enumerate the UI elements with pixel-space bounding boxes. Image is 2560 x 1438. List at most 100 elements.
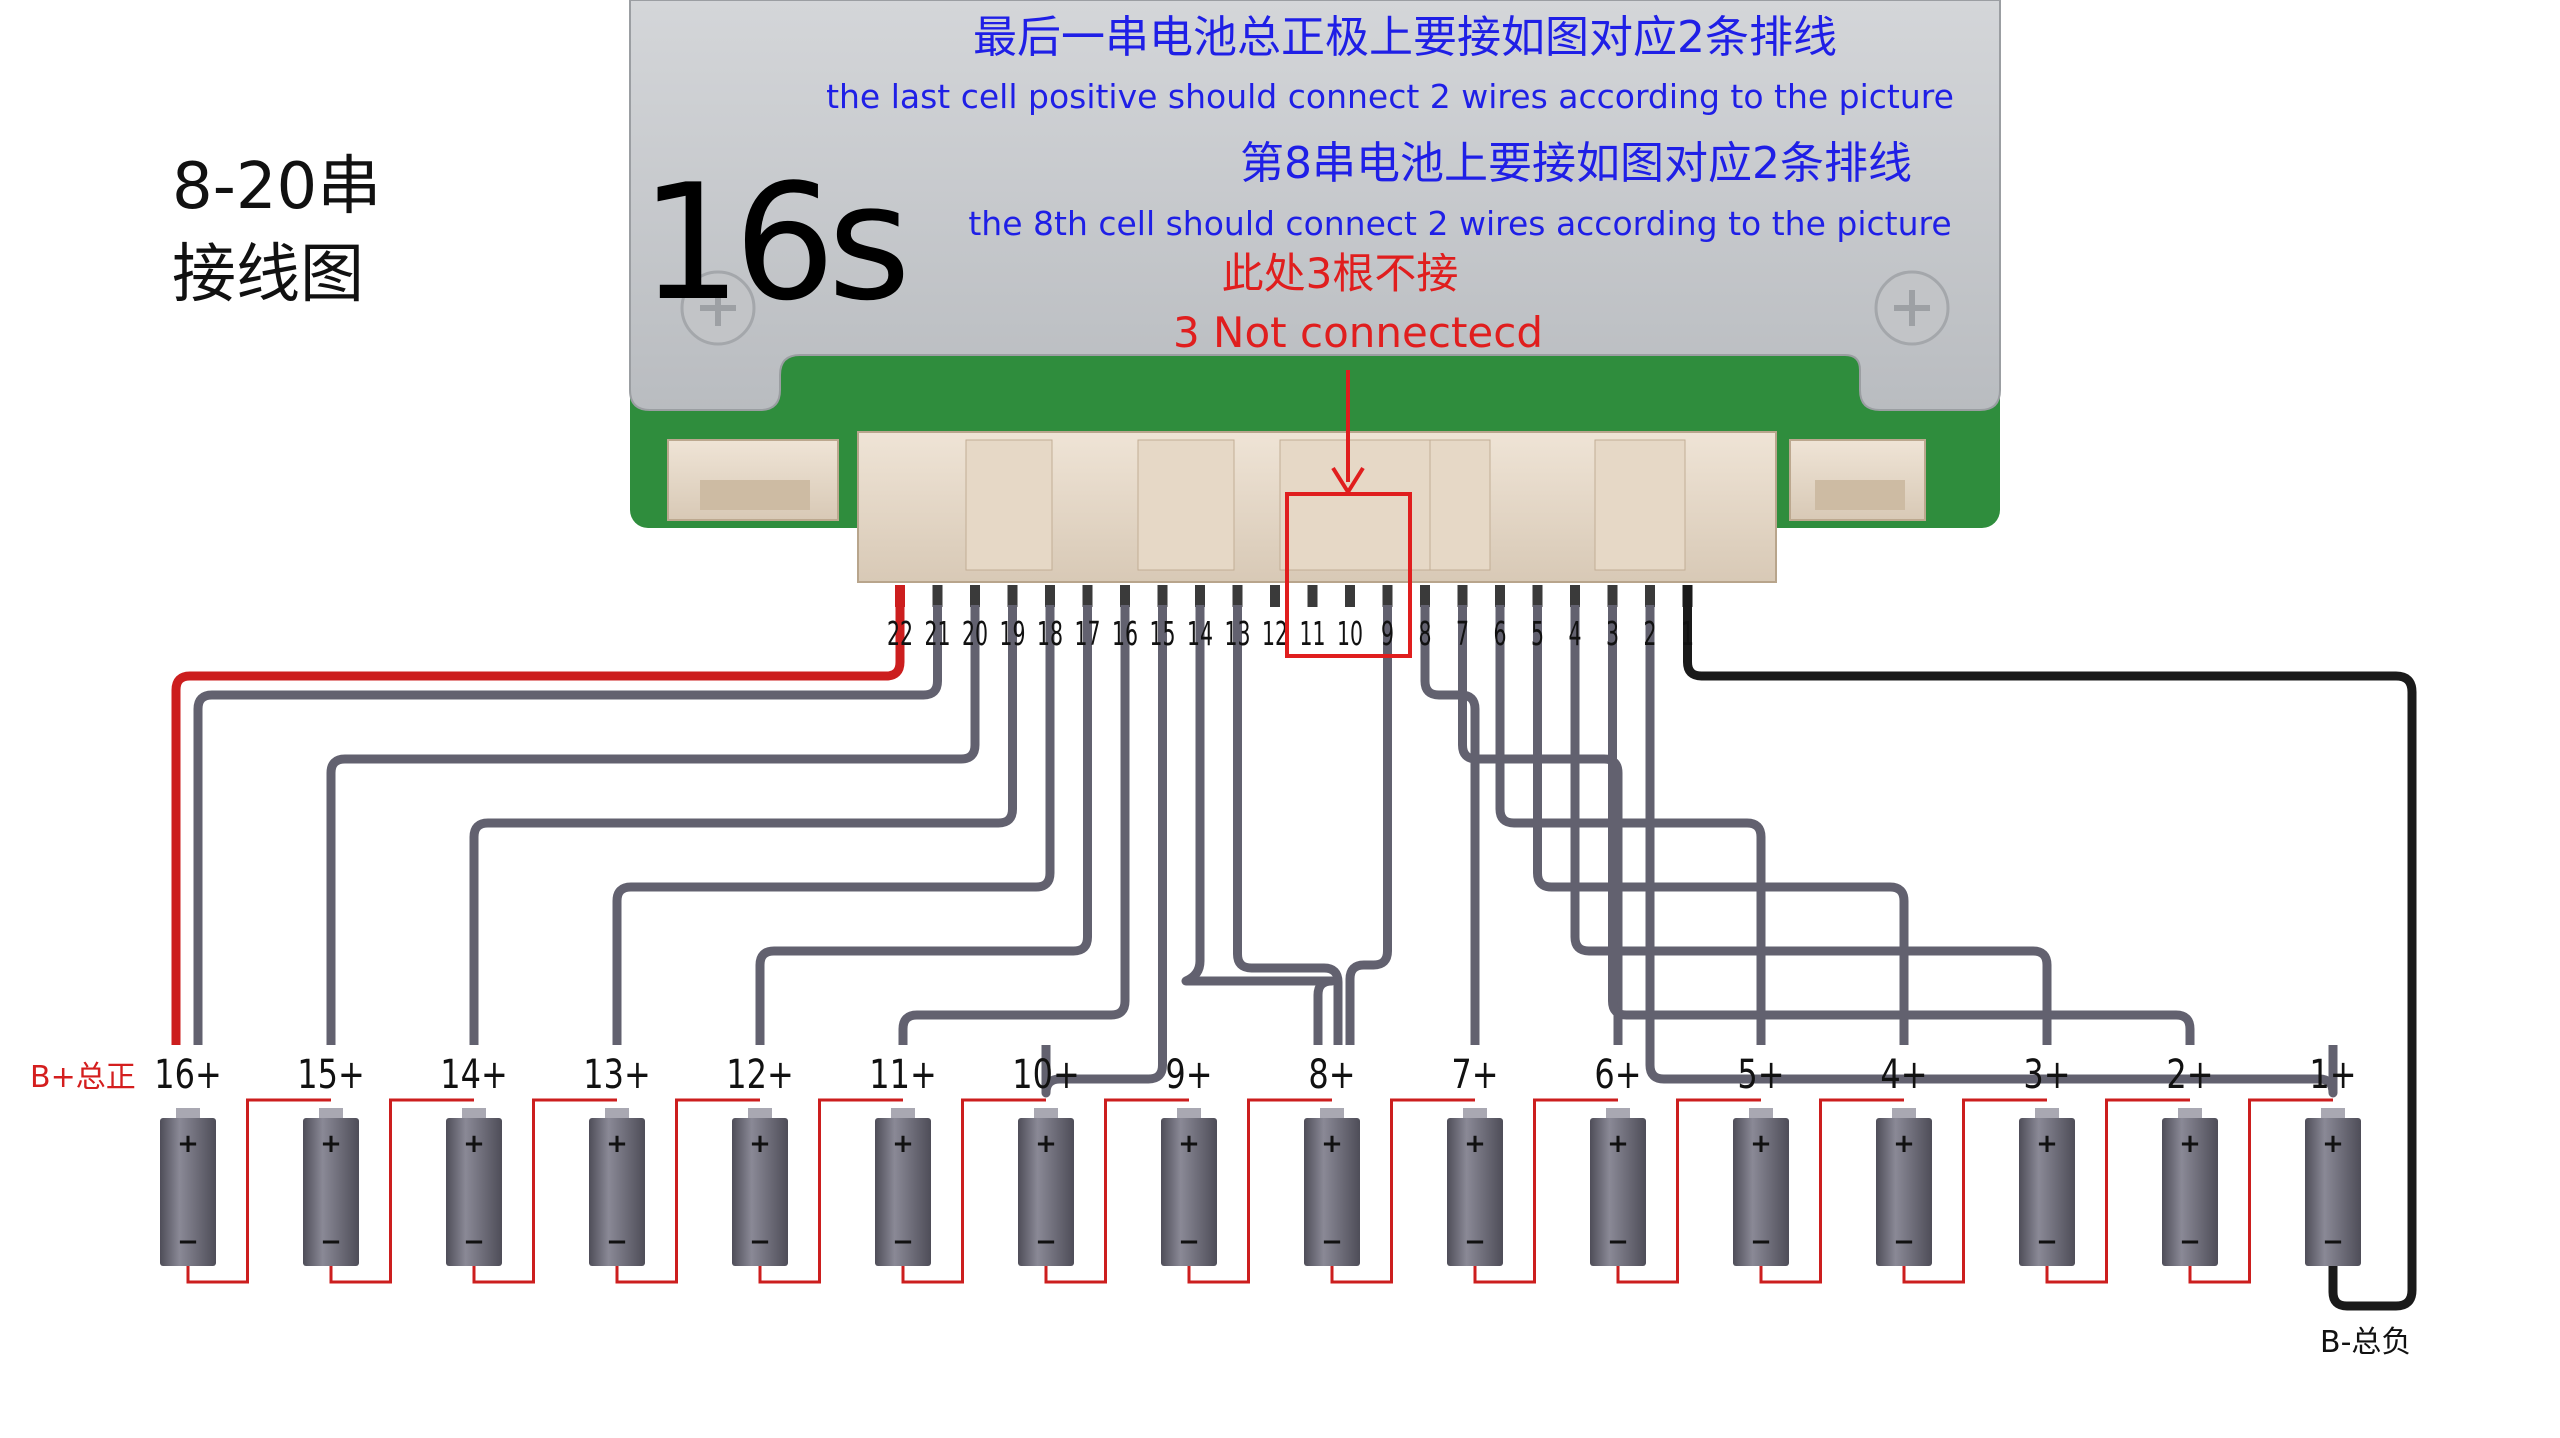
cell-plus-symbol: + [1178, 1129, 1200, 1159]
cell-plus-symbol: + [1607, 1129, 1629, 1159]
pin-label: 20 [962, 616, 988, 653]
cell-minus-symbol: − [1750, 1227, 1772, 1257]
cell-label: 4+ [1880, 1050, 1927, 1097]
pin-leg [1345, 585, 1355, 607]
battery-cell: +−8+ [1304, 1050, 1360, 1266]
side-connector-right [1789, 439, 1926, 521]
cell-minus-symbol: − [1321, 1227, 1343, 1257]
cell-body [303, 1118, 359, 1266]
side-title-line2: 接线图 [172, 238, 364, 312]
cell-minus-symbol: − [1035, 1227, 1057, 1257]
cell-plus-symbol: + [463, 1129, 485, 1159]
pin-leg [1307, 585, 1318, 607]
battery-cell: +−12+ [726, 1050, 794, 1266]
pin-leg [1270, 585, 1280, 607]
cell-row: +−16++−15++−14++−13++−12++−11++−10++−9++… [154, 1050, 2361, 1284]
pin-label: 6 [1493, 616, 1506, 653]
wire-sense [326, 605, 980, 1045]
series-link [1330, 1098, 1475, 1284]
cell-body [1304, 1118, 1360, 1266]
cell-minus-symbol: − [2036, 1227, 2058, 1257]
cell-cap [462, 1108, 486, 1120]
pin-leg [1495, 585, 1505, 607]
battery-cell: +−15+ [297, 1050, 365, 1266]
battery-cell: +−9+ [1161, 1050, 1217, 1266]
series-link [1616, 1098, 1761, 1284]
cell-cap [2321, 1108, 2345, 1120]
side-title-line1: 8-20串 [172, 150, 381, 224]
pin-leg [932, 585, 943, 607]
wire-harness [171, 605, 2417, 1311]
pin-leg [1457, 585, 1468, 607]
cell-body [2162, 1118, 2218, 1266]
cell-minus-symbol: − [320, 1227, 342, 1257]
side-connector-left [667, 439, 839, 521]
wire-sense [1041, 605, 1167, 1098]
cell-label: 9+ [1165, 1050, 1212, 1097]
pin-label: 3 [1606, 616, 1619, 653]
pin-label: 8 [1418, 616, 1431, 653]
cell-cap [891, 1108, 915, 1120]
pin-label: 22 [887, 616, 913, 653]
series-link [1044, 1098, 1189, 1284]
cell-minus-symbol: − [606, 1227, 628, 1257]
wire-sense [1420, 605, 1480, 1045]
pin-label: 19 [999, 616, 1025, 653]
cell-cap [2178, 1108, 2202, 1120]
cell-plus-symbol: + [1750, 1129, 1772, 1159]
pin-leg [1382, 585, 1393, 607]
series-link [2045, 1098, 2190, 1284]
cell-body [2019, 1118, 2075, 1266]
pin-leg [1045, 585, 1055, 607]
cell-label: 3+ [2023, 1050, 2070, 1097]
pin-label: 5 [1531, 616, 1544, 653]
cell-body [160, 1118, 216, 1266]
cell-minus-symbol: − [749, 1227, 771, 1257]
cell-label: 16+ [154, 1050, 222, 1097]
wire-b-plus [171, 605, 905, 1045]
cell-plus-symbol: + [177, 1129, 199, 1159]
cell-body [2305, 1118, 2361, 1266]
screw-right-icon [1874, 270, 1950, 346]
cell-plus-symbol: + [1321, 1129, 1343, 1159]
pin-label: 7 [1456, 616, 1469, 653]
wire-sense [1608, 605, 2195, 1045]
pin-label: 1 [1681, 616, 1694, 653]
cell-plus-symbol: + [2322, 1129, 2344, 1159]
pin-leg [1082, 585, 1093, 607]
cell-cap [176, 1108, 200, 1120]
series-link [186, 1098, 331, 1284]
pin-label: 2 [1643, 616, 1656, 653]
battery-cell: +−13+ [583, 1050, 651, 1266]
wire-sense [1233, 605, 1343, 1045]
wire-b-minus [1683, 605, 2417, 1311]
pin-legs [895, 585, 1693, 607]
cell-plus-symbol: + [606, 1129, 628, 1159]
screw-left-icon [680, 270, 756, 346]
board-model-label: 16s [640, 149, 904, 336]
note-last-cell-en: the last cell positive should connect 2 … [826, 77, 1954, 116]
wire-sense [1345, 605, 1392, 1045]
cell-cap [1177, 1108, 1201, 1120]
wire-sense [1495, 605, 1766, 1045]
series-link [472, 1098, 617, 1284]
pin-leg [1682, 585, 1693, 607]
cell-minus-symbol: − [1464, 1227, 1486, 1257]
cell-body [1733, 1118, 1789, 1266]
wire-sense [1533, 605, 1909, 1045]
cell-body [1876, 1118, 1932, 1266]
series-link [615, 1098, 760, 1284]
cell-label: 5+ [1737, 1050, 1784, 1097]
cell-label: 10+ [1012, 1050, 1080, 1097]
cell-body [875, 1118, 931, 1266]
series-link [2188, 1098, 2333, 1284]
battery-cell: + − 5+ [1733, 1050, 1789, 1266]
cell-label: 7+ [1451, 1050, 1498, 1097]
arrow-down-icon [1331, 370, 1365, 496]
cell-label: 12+ [726, 1050, 794, 1097]
pin-leg [1420, 585, 1430, 607]
cell-label: 1+ [2309, 1050, 2356, 1097]
series-link [1759, 1098, 1904, 1284]
pin-leg [1570, 585, 1580, 607]
wire-sense [1181, 605, 1337, 1045]
